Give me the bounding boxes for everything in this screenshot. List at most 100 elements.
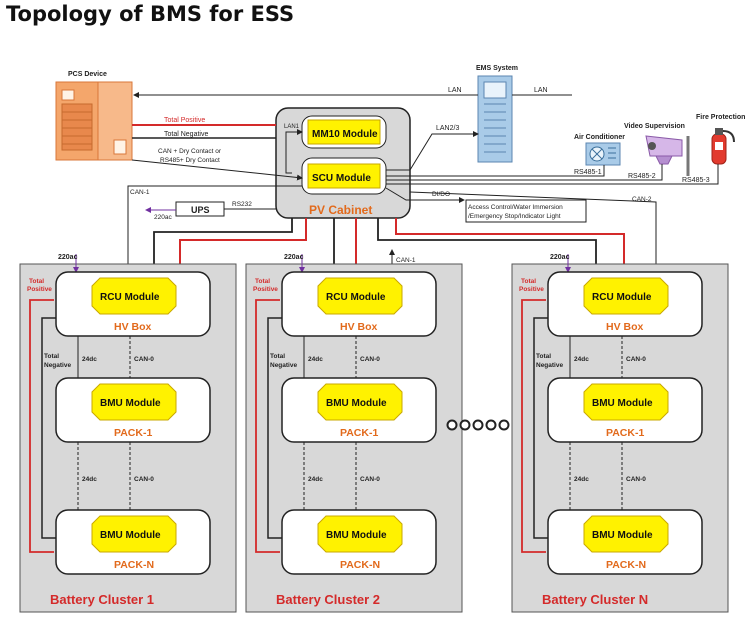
mm10-module (307, 119, 381, 145)
lan-right-label: LAN (534, 87, 548, 94)
dido-label: DI/DO (432, 191, 450, 198)
bmu-1-module-label: BMU Module (326, 398, 387, 409)
can2-line (409, 191, 659, 273)
access-control-label-2: /Emergency Stop/Indicator Light (468, 213, 561, 220)
rs485-3-line (386, 164, 719, 185)
total-positive-label-1: Total (29, 278, 44, 285)
24dc-label-2: 24dc (308, 476, 323, 483)
pcs-device-icon (55, 81, 133, 161)
scu-module (307, 163, 381, 189)
rs485-1-line (386, 165, 605, 177)
power-c1-neg (153, 218, 293, 272)
lan23-line (386, 131, 479, 171)
rs485-3-label: RS485-3 (682, 177, 710, 184)
air-conditioner-icon (585, 142, 621, 166)
can0-label-2: CAN-0 (134, 476, 154, 483)
lan1-line (285, 129, 303, 174)
bmu-n-module-label: BMU Module (100, 530, 161, 541)
24dc-label-1: 24dc (574, 356, 589, 363)
total-negative-label-1: Total (536, 353, 551, 360)
bmu-1-module (317, 383, 403, 421)
can1-label: CAN-1 (130, 189, 150, 196)
bmu-1-module (91, 383, 177, 421)
total-positive-loop (255, 299, 280, 553)
total-positive-loop (521, 299, 546, 553)
page-title: Topology of BMS for ESS (6, 2, 295, 26)
fire-extinguisher-icon (711, 128, 735, 165)
rs485-2-line (386, 164, 663, 181)
air-conditioner-label: Air Conditioner (574, 134, 625, 141)
rcu-module-label: RCU Module (100, 292, 160, 303)
bmu-n-sub-label: PACK-N (606, 559, 646, 571)
rcu-module-label: RCU Module (326, 292, 386, 303)
bmu-1-sub-label: PACK-1 (114, 427, 152, 439)
more-clusters-dots (446, 419, 510, 431)
bmu-n-sub-label: PACK-N (340, 559, 380, 571)
mm10-label: MM10 Module (312, 129, 378, 140)
rs485-2-label: RS485-2 (628, 173, 656, 180)
bmu-n-module-label: BMU Module (326, 530, 387, 541)
can1-c2-label: CAN-1 (396, 257, 416, 264)
total-negative-label-2: Negative (536, 362, 563, 369)
total-negative-label-1: Total (44, 353, 59, 360)
can1-c1-line (125, 185, 302, 273)
power-cn-pos (395, 218, 625, 272)
total-negative-label-2: Negative (270, 362, 297, 369)
total-positive-label-2: Positive (519, 286, 544, 293)
total-positive-label-1: Total (255, 278, 270, 285)
ems-system-icon (477, 75, 513, 163)
bmu-n-module (583, 515, 669, 553)
rs232-label: RS232 (232, 201, 252, 208)
24dc-label-2: 24dc (574, 476, 589, 483)
bmu-1-module-label: BMU Module (100, 398, 161, 409)
can0-label-1: CAN-0 (360, 356, 380, 363)
bmu-n-module (91, 515, 177, 553)
can2-label: CAN-2 (632, 196, 652, 203)
ac-label: 220ac (550, 254, 570, 261)
scu-label: SCU Module (312, 173, 371, 184)
lan-top-label: LAN (448, 87, 462, 94)
bmu-1-module (583, 383, 669, 421)
24dc-label-1: 24dc (82, 356, 97, 363)
rcu-module (317, 277, 403, 315)
24dc-label-2: 24dc (82, 476, 97, 483)
can0-label-1: CAN-0 (134, 356, 154, 363)
rcu-module (91, 277, 177, 315)
power-c1-pos (179, 218, 307, 272)
power-cn-neg (377, 218, 597, 272)
bmu-n-module (317, 515, 403, 553)
total-positive-loop (29, 299, 54, 553)
bmu-n-module-label: BMU Module (592, 530, 653, 541)
bmu-1-sub-label: PACK-1 (340, 427, 378, 439)
bmu-1-module-label: BMU Module (592, 398, 653, 409)
rcu-module-label: RCU Module (592, 292, 652, 303)
cluster-title: Battery Cluster N (542, 592, 648, 607)
can0-label-1: CAN-0 (626, 356, 646, 363)
total-positive-label-2: Positive (27, 286, 52, 293)
pv-cabinet-label: PV Cabinet (309, 203, 372, 217)
ups-220-label: 220ac (154, 214, 172, 221)
video-label: Video Supervision (624, 123, 685, 130)
access-control-label-1: Access Control/Water Immersion (468, 204, 563, 211)
total-negative-label: Total Negative (164, 131, 208, 138)
dido-line (385, 187, 465, 203)
can0-label-2: CAN-0 (626, 476, 646, 483)
rcu-sub-label: HV Box (114, 321, 152, 333)
ac-label: 220ac (284, 254, 304, 261)
can0-label-2: CAN-0 (360, 476, 380, 483)
bmu-1-sub-label: PACK-1 (606, 427, 644, 439)
lan23-label: LAN2/3 (436, 125, 459, 132)
access-control-box (465, 199, 587, 223)
video-camera-icon (645, 135, 690, 176)
can-dry-line (131, 159, 303, 181)
bmu-n-sub-label: PACK-N (114, 559, 154, 571)
total-positive-label-1: Total (521, 278, 536, 285)
rs485-1-label: RS485-1 (574, 169, 602, 176)
can-dry-label-1: CAN + Dry Contact or (158, 148, 222, 155)
cluster-title: Battery Cluster 1 (50, 592, 154, 607)
24dc-label-1: 24dc (308, 356, 323, 363)
